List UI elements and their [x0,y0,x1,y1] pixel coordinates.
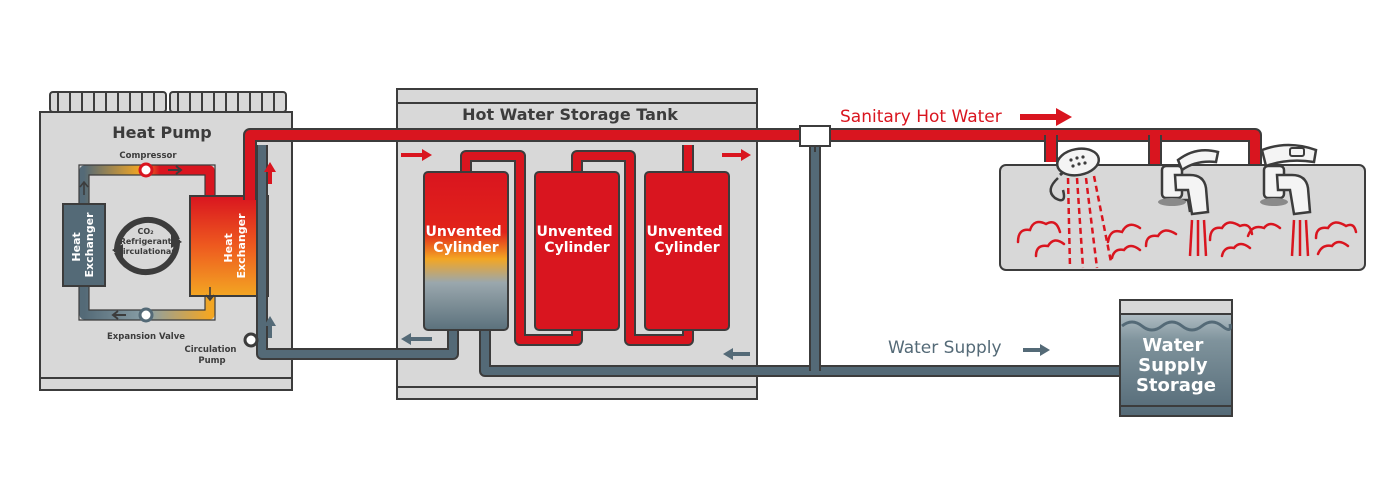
cylinder-3-line1: Unvented [646,224,722,240]
water-supply-label: Water Supply [888,338,1002,358]
svg-text:Unvented Cylinder: Unvented Cylinder [536,224,617,256]
cold-flow-arrow-icon [401,333,432,345]
compressor-icon [138,162,154,178]
refrigerant-flow-arrow-icon [79,180,89,195]
cylinder-2-line1: Unvented [536,224,612,240]
cold-water-pipes [256,145,1122,377]
unvented-cylinder-3: Unvented Cylinder [644,171,730,331]
unvented-cylinder-2: Unvented Cylinder [534,171,620,331]
faucet-1-icon [1158,149,1220,257]
heat-exchanger-left [62,203,106,287]
refrigerant-cycle-line2: Refrigerant [120,237,172,246]
circulation-pump-line1: Circulation [185,345,237,355]
faucet-2-icon [1260,143,1318,257]
svg-text:CO₂ Refrigerant Ci: CO₂ Refrigerant Circulationan [117,227,177,256]
svg-text:Heat Exchanger: Heat Exchanger [70,212,96,278]
hot-steam-clouds-icon [1016,220,1358,260]
svg-text:Unvented Cylinder: Unvented Cylinder [425,224,506,256]
hot-flow-up-arrow-icon [264,162,276,184]
expansion-valve-label: Expansion Valve [107,332,185,342]
shower-head-icon [1049,147,1113,269]
fan-grille-left-icon [49,91,167,113]
refrigerant-flow-arrow-icon [111,310,126,320]
hot-water-pipes [243,128,1262,200]
cold-flow-arrow-icon [723,348,750,360]
svg-text:Heat Exchanger: Heat Exchanger [222,213,248,279]
compressor-label: Compressor [119,151,177,161]
supply-storage-line2: Supply [1138,355,1208,376]
hot-flow-arrow-icon [722,149,751,161]
heat-exchanger-right-line2: Exchanger [235,213,248,279]
svg-text:Circulation Pump: Circulation Pump [185,345,240,366]
hot-water-direction-arrow-icon [1020,108,1072,126]
svg-text:Unvented Cylinder: Unvented Cylinder [646,224,727,256]
svg-text:Water Supply Stora: Water Supply Storage [1136,335,1216,396]
cylinder-1-line1: Unvented [425,224,501,240]
cylinder-3-line2: Cylinder [654,240,719,256]
heat-exchanger-left-line2: Exchanger [83,212,96,278]
hot-flow-arrow-icon [401,149,432,161]
bathroom-fixtures-panel [999,143,1366,271]
supply-storage-line3: Storage [1136,375,1216,396]
refrigerant-cycle-line3: Circulationan [117,247,177,256]
expansion-valve-icon [138,307,154,323]
cold-flow-up-arrow-icon [264,316,276,338]
fan-grille-right-icon [169,91,287,113]
heat-pump-title: Heat Pump [112,123,212,142]
heat-exchanger-right-line1: Heat [222,233,235,262]
pipe-tee-junction [799,125,831,147]
unvented-cylinder-1: Unvented Cylinder [423,171,509,331]
water-supply-storage: Water Supply Storage [1119,299,1233,417]
refrigerant-cycle-line1: CO₂ [138,227,155,236]
storage-tank-title: Hot Water Storage Tank [462,105,678,124]
refrigerant-flow-arrow-icon [205,287,215,302]
heat-exchanger-left-line1: Heat [70,232,83,261]
circulation-pump-icon [243,332,259,348]
water-supply-direction-arrow-icon [1023,344,1050,356]
circulation-cycle-icon [112,216,182,276]
supply-storage-line1: Water [1142,335,1203,356]
circulation-pump-line2: Pump [198,356,225,366]
refrigerant-flow-arrow-icon [168,165,183,175]
sanitary-hot-water-label: Sanitary Hot Water [840,107,1002,127]
heat-exchanger-right [189,195,269,297]
cylinder-2-line2: Cylinder [544,240,609,256]
cylinder-1-line2: Cylinder [433,240,498,256]
